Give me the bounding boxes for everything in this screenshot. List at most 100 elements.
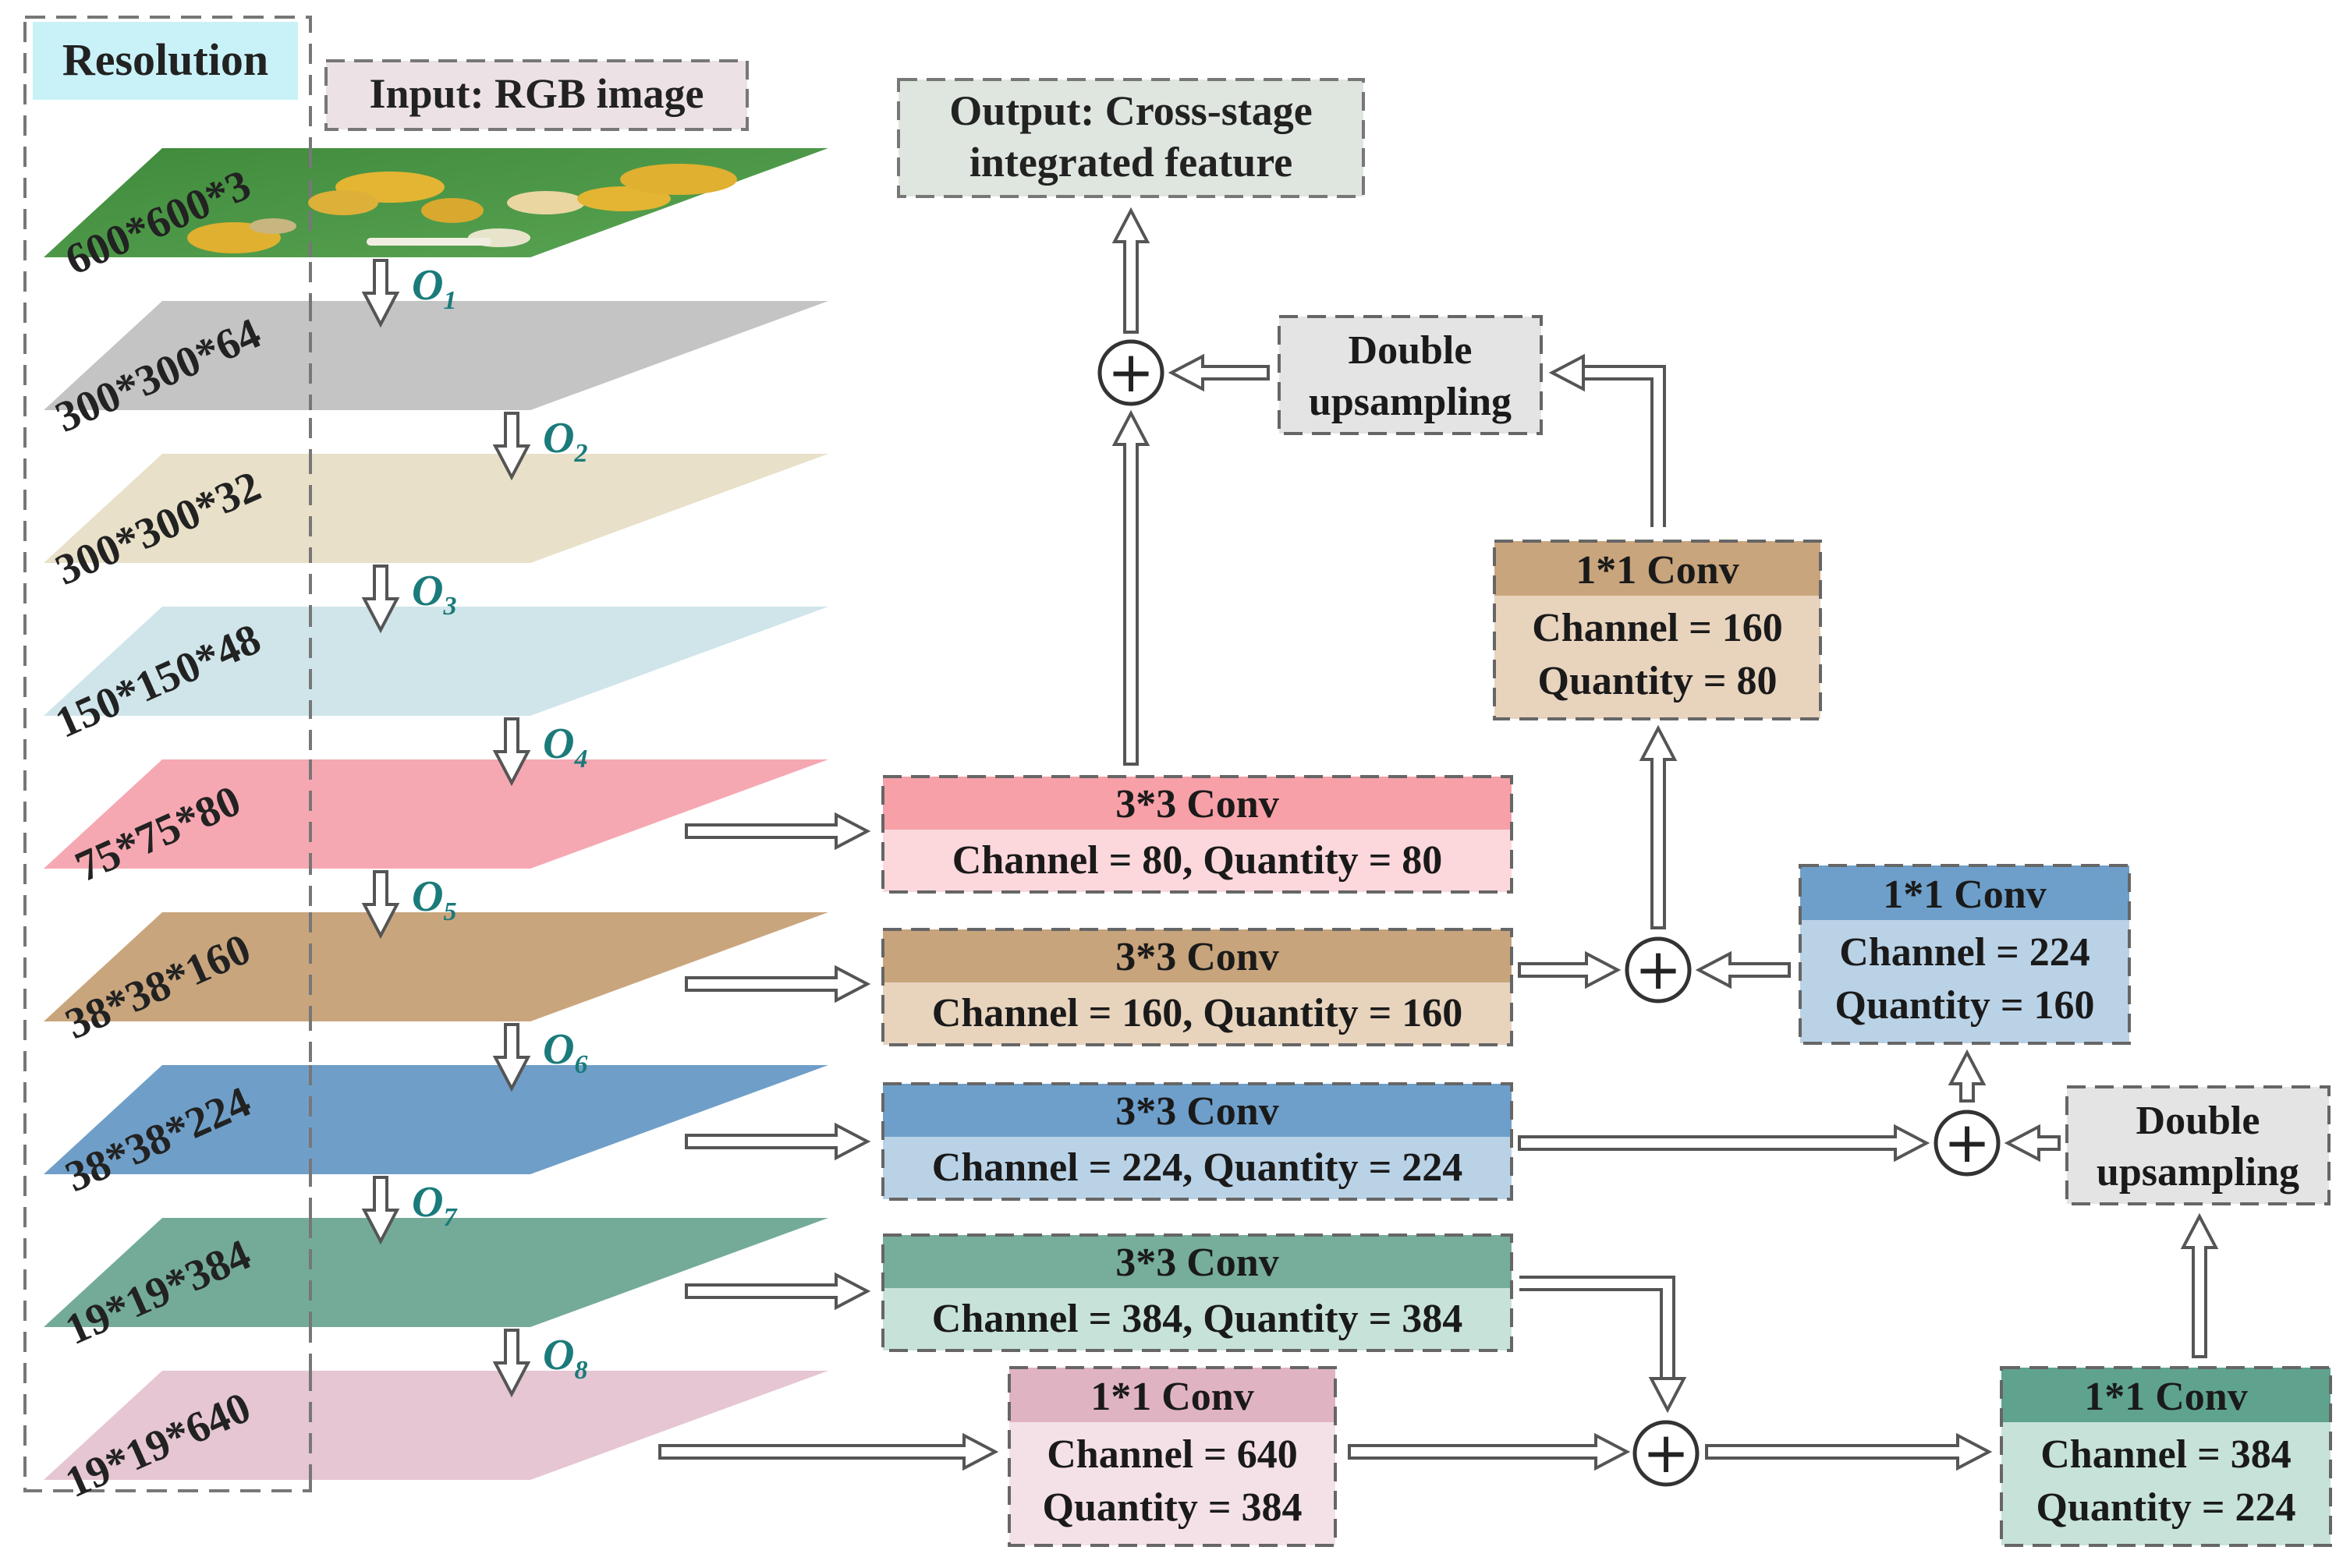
svg-text:+: + bbox=[1108, 339, 1154, 405]
down-arrow bbox=[361, 1176, 400, 1245]
arrow-conv384-to-plus bbox=[1519, 1276, 1687, 1414]
conv-quantity: Quantity = 224 bbox=[2036, 1485, 2296, 1530]
input-label: Input: RGB image bbox=[324, 59, 749, 131]
layer-plane bbox=[44, 1218, 828, 1327]
arrow-upsample-to-plus bbox=[2004, 1124, 2061, 1163]
upsample-box-right: Double upsampling bbox=[2065, 1085, 2331, 1205]
op-label: O7 bbox=[412, 1178, 458, 1232]
upsample-line2: upsampling bbox=[2097, 1150, 2299, 1195]
upsample-box-top: Double upsampling bbox=[1278, 315, 1543, 435]
resolution-header: Resolution bbox=[33, 22, 298, 100]
conv-title: 1*1 Conv bbox=[2084, 1375, 2247, 1419]
op-label: O8 bbox=[543, 1331, 587, 1385]
conv-channel: Channel = 384 bbox=[2040, 1432, 2291, 1477]
conv-params: Channel = 384, Quantity = 384 bbox=[932, 1297, 1462, 1341]
conv-quantity: Quantity = 160 bbox=[1835, 983, 2095, 1028]
layer-plane bbox=[44, 759, 828, 869]
op-label: O1 bbox=[412, 261, 456, 315]
arrow-conv160-to-plus bbox=[1518, 950, 1622, 989]
down-arrow bbox=[492, 717, 531, 787]
arrow-conv384-to-upsample bbox=[2180, 1212, 2219, 1358]
conv-title: 1*1 Conv bbox=[1883, 872, 2046, 917]
down-arrow bbox=[492, 1023, 531, 1092]
conv-channel: Channel = 640 bbox=[1047, 1432, 1297, 1477]
conv-quantity: Quantity = 80 bbox=[1538, 659, 1778, 703]
arrow-l4-to-conv bbox=[685, 812, 871, 851]
down-arrow bbox=[492, 1329, 531, 1398]
arrow-conv160-to-upsample bbox=[1548, 353, 1666, 527]
arrow-l6-to-conv bbox=[685, 1122, 871, 1161]
upsample-line1: Double bbox=[2136, 1099, 2260, 1143]
arrow-conv384-to-plus-head bbox=[1648, 1377, 1687, 1414]
svg-text:Output: Cross-stage: Output: Cross-stage bbox=[949, 87, 1313, 134]
arrow-conv80-to-plus bbox=[1111, 409, 1150, 766]
op-label: O3 bbox=[412, 567, 456, 621]
conv-channel: Channel = 160 bbox=[1532, 606, 1782, 650]
svg-text:+: + bbox=[1944, 1110, 1990, 1175]
arrow-conv160-to-upsample-head bbox=[1548, 353, 1585, 392]
arrow-conv640-to-plus bbox=[1348, 1432, 1631, 1471]
svg-text:+: + bbox=[1635, 936, 1682, 1002]
plus-node-bottom: + bbox=[1632, 1420, 1700, 1487]
conv-params: Channel = 80, Quantity = 80 bbox=[952, 838, 1442, 883]
layer-plane bbox=[44, 1371, 828, 1480]
conv-title: 3*3 Conv bbox=[1115, 782, 1278, 826]
conv-title: 1*1 Conv bbox=[1090, 1375, 1253, 1419]
arrow-plus-to-conv384 bbox=[1705, 1432, 1993, 1471]
op-label: O2 bbox=[543, 414, 587, 468]
layer-plane bbox=[44, 301, 828, 410]
arrow-conv224-to-plus bbox=[1518, 1124, 1930, 1163]
conv-title: 3*3 Conv bbox=[1115, 1241, 1278, 1285]
conv-title: 3*3 Conv bbox=[1115, 1089, 1278, 1134]
arrow-plus-to-conv160 bbox=[1639, 724, 1678, 929]
conv-channel: Channel = 224 bbox=[1839, 930, 2090, 975]
conv-quantity: Quantity = 384 bbox=[1043, 1485, 1303, 1530]
upsample-line2: upsampling bbox=[1309, 380, 1512, 424]
upsample-line1: Double bbox=[1349, 328, 1473, 373]
conv-title: 1*1 Conv bbox=[1576, 548, 1739, 593]
svg-text:Resolution: Resolution bbox=[62, 34, 268, 85]
resolution-column-frame bbox=[23, 16, 312, 1492]
arrow-plus-to-output bbox=[1111, 207, 1150, 334]
arrow-plus-to-conv224 bbox=[1948, 1049, 1987, 1103]
op-label: O6 bbox=[543, 1025, 587, 1079]
plus-node-middle: + bbox=[1625, 936, 1692, 1003]
conv-params: Channel = 224, Quantity = 224 bbox=[932, 1145, 1462, 1190]
input-image-content bbox=[187, 164, 737, 253]
op-label: O5 bbox=[412, 872, 456, 926]
arrow-conv224box-to-plus bbox=[1695, 950, 1791, 989]
conv-title: 3*3 Conv bbox=[1115, 935, 1278, 979]
layer-plane bbox=[44, 454, 828, 563]
arrow-upsample-to-plus bbox=[1168, 353, 1270, 392]
op-label: O4 bbox=[543, 720, 587, 773]
down-arrow bbox=[361, 259, 400, 328]
svg-text:integrated feature: integrated feature bbox=[969, 139, 1292, 186]
layer-plane bbox=[44, 607, 828, 716]
layer-plane bbox=[44, 1065, 828, 1174]
output-label: Output: Cross-stage integrated feature bbox=[897, 78, 1365, 198]
layer-plane bbox=[44, 912, 828, 1021]
down-arrow bbox=[361, 565, 400, 634]
arrow-l5-to-conv bbox=[685, 965, 871, 1003]
arrow-l7-to-conv bbox=[685, 1272, 871, 1311]
svg-text:+: + bbox=[1643, 1420, 1689, 1485]
svg-text:Input: RGB image: Input: RGB image bbox=[369, 70, 704, 117]
down-arrow bbox=[492, 412, 531, 481]
arrow-l8-to-conv1 bbox=[658, 1432, 999, 1471]
down-arrow bbox=[361, 870, 400, 940]
